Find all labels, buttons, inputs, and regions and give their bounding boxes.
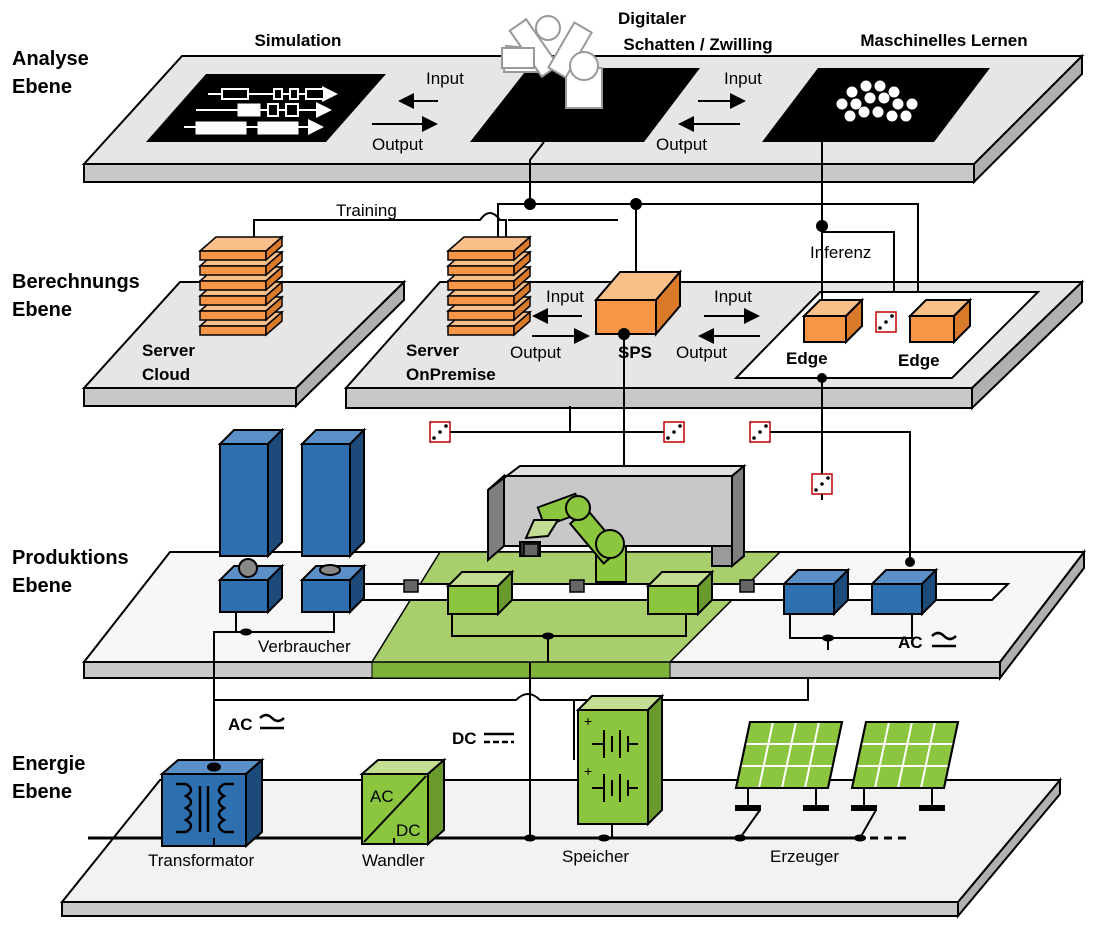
svg-text:Produktions: Produktions [12, 547, 129, 569]
wandler-ac-label: AC [370, 787, 394, 806]
consumer-machine-1 [217, 558, 285, 615]
inferenz-label: Inferenz [810, 243, 871, 262]
dc-symbol-energy: DC [452, 729, 514, 748]
wandler-dc-label: DC [396, 821, 421, 840]
simulation-icon [184, 86, 338, 135]
svg-text:Input: Input [714, 287, 752, 306]
cabinet-1 [217, 427, 285, 559]
analysis-io-left: Input Output [372, 69, 464, 154]
simulation-label: Simulation [255, 31, 342, 50]
edge-label-1: Edge [786, 349, 828, 368]
svg-text:Output: Output [656, 135, 707, 154]
transformer-coil-icon [176, 782, 234, 834]
machine-port [905, 557, 915, 567]
battery-icon [592, 730, 638, 802]
server-cloud-stack [198, 235, 284, 337]
connection-lines-bottom [213, 631, 809, 838]
ml-panel [762, 68, 990, 142]
verbraucher-label: Verbraucher [258, 637, 351, 656]
server-onpremise-label-line2: OnPremise [406, 365, 496, 384]
svg-text:Output: Output [372, 135, 423, 154]
ac-symbol-energy: AC [228, 713, 285, 734]
svg-text:AC: AC [228, 715, 253, 734]
svg-text:Output: Output [676, 343, 727, 362]
solar-panel-icon [734, 721, 844, 811]
network-link-icon [663, 421, 685, 443]
ml-label: Maschinelles Lernen [860, 31, 1027, 50]
svg-text:Input: Input [546, 287, 584, 306]
production-machine-2 [645, 569, 715, 617]
server-onpremise-stack [446, 235, 532, 337]
product-item [403, 543, 755, 593]
consumer-machine-2 [299, 563, 367, 615]
edge-box-2 [907, 297, 973, 345]
consumer-machine-3 [781, 567, 851, 617]
robot-arm-icon [501, 15, 603, 109]
ac-symbol-production: AC [898, 631, 957, 652]
energy-bus-stubs [213, 809, 877, 846]
compute-io-left: Input Output [510, 287, 590, 362]
sps-box [593, 269, 683, 340]
server-cloud-label-line2: Cloud [142, 365, 190, 384]
cabinet-2 [299, 427, 367, 559]
server-cloud-label-line1: Server [142, 341, 195, 360]
network-link-icon [875, 311, 897, 333]
layer-label-produktion: Produktions Ebene [12, 547, 129, 597]
svg-text:Berechnungs: Berechnungs [12, 271, 140, 293]
wiring-junctions [240, 628, 834, 642]
svg-text:Ebene: Ebene [12, 76, 72, 98]
transformer [159, 757, 265, 849]
twin-label-line2: Schatten / Zwilling [623, 35, 772, 54]
production-machine-1 [445, 569, 515, 617]
robot-arm-icon [519, 492, 627, 583]
connection-dots-top [524, 198, 828, 232]
svg-text:Ebene: Ebene [12, 575, 72, 597]
battery-storage: + + [575, 693, 665, 827]
consumer-machine-4 [869, 567, 939, 617]
svg-text:Output: Output [510, 343, 561, 362]
compute-io-right: Input Output [676, 287, 760, 362]
layer-label-analyse: Analyse Ebene [12, 48, 89, 98]
speicher-label: Speicher [562, 847, 629, 866]
svg-text:Ebene: Ebene [12, 299, 72, 321]
server-onpremise-label-line1: Server [406, 341, 459, 360]
edge-box-1 [801, 297, 865, 345]
production-wiring [235, 612, 913, 652]
wandler-label: Wandler [362, 851, 425, 870]
layer-label-energie: Energie Ebene [12, 753, 85, 803]
svg-text:Ebene: Ebene [12, 781, 72, 803]
svg-text:Input: Input [724, 69, 762, 88]
svg-text:AC: AC [898, 633, 923, 652]
svg-text:Analyse: Analyse [12, 48, 89, 70]
transformator-label: Transformator [148, 851, 254, 870]
analysis-io-right: Input Output [656, 69, 762, 154]
ml-network-icon [836, 80, 918, 122]
svg-text:Input: Input [426, 69, 464, 88]
solar-panel-icon [850, 721, 960, 811]
network-link-icon [429, 421, 451, 443]
svg-text:Energie: Energie [12, 753, 85, 775]
svg-text:+: + [584, 713, 592, 729]
layer-label-berechnung: Berechnungs Ebene [12, 271, 140, 321]
converter [359, 757, 447, 847]
network-link-icon [749, 421, 771, 443]
network-link-icon [811, 473, 833, 495]
edge-port [817, 373, 827, 383]
sps-label: SPS [618, 343, 652, 362]
connection-lines-top [253, 141, 919, 300]
svg-text:DC: DC [452, 729, 477, 748]
erzeuger-label: Erzeuger [770, 847, 839, 866]
training-label: Training [336, 201, 397, 220]
svg-text:+: + [584, 763, 592, 779]
production-cell-walls [487, 463, 747, 569]
twin-label-line1: Digitaler [618, 9, 686, 28]
energy-bus-junctions [524, 834, 866, 842]
edge-label-2: Edge [898, 351, 940, 370]
